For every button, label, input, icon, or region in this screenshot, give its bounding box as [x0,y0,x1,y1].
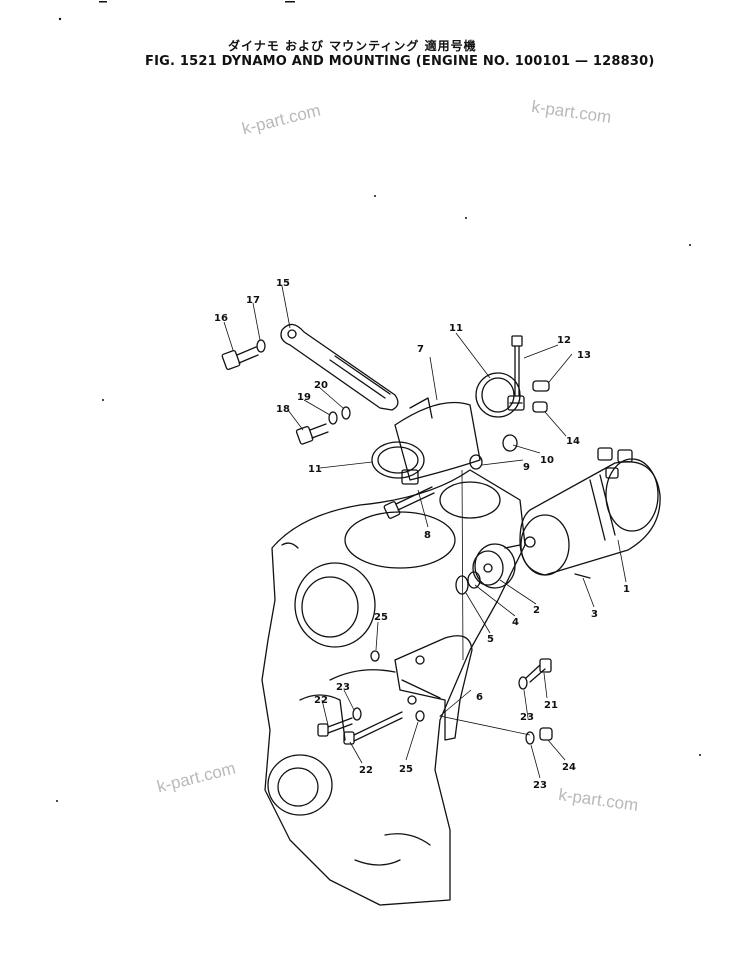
callout-4: 4 [512,617,519,628]
print-specks [56,1,701,802]
callout-11-rear: 11 [449,323,463,334]
bolt-12 [511,335,523,396]
callout-7: 7 [417,344,424,355]
washer-10 [502,434,518,452]
callout-11-front: 11 [308,464,322,475]
band-11-front [371,441,425,485]
callout-22-upper: 22 [314,695,328,706]
figure-number: FIG. 1521 [145,54,217,69]
adjusting-strap [280,323,399,411]
callout-21: 21 [544,700,558,711]
mounting-bracket [394,635,473,741]
band-11-rear [475,372,525,418]
callout-8: 8 [424,530,431,541]
callout-5: 5 [487,634,494,645]
key-3 [574,573,591,579]
callout-10: 10 [540,455,554,466]
callout-17: 17 [246,295,260,306]
bolt-22-lower [343,711,403,745]
dynamo [504,447,661,576]
washer-4 [467,571,481,589]
callout-2: 2 [533,605,540,616]
callout-1: 1 [623,584,630,595]
callout-19: 19 [297,392,311,403]
nut-13 [532,380,550,392]
callout-25-upper: 25 [374,612,388,623]
washer-25 [370,650,380,662]
pulley [472,543,516,589]
nut-5 [455,575,469,595]
callout-18: 18 [276,404,290,415]
washer-23 [518,676,528,690]
callout-25-lower: 25 [399,764,413,775]
callout-9: 9 [523,462,530,473]
callout-16: 16 [214,313,228,324]
figure-title: DYNAMO AND MOUNTING (ENGINE NO. 100101 —… [221,54,655,69]
callout-6: 6 [476,692,483,703]
bolt-21 [525,658,552,683]
callout-20: 20 [314,380,328,391]
title-japanese: ダイナモ および マウンティング 適用号機 [228,39,477,53]
callout-23: 23 [336,682,350,693]
title-english: FIG. 1521 DYNAMO AND MOUNTING (ENGINE NO… [145,54,655,69]
callout-24: 24 [562,762,576,773]
nut-24 [539,727,553,741]
washer-9 [469,454,483,470]
callout-14: 14 [566,436,580,447]
engine-block [261,469,526,906]
callout-22-lower: 22 [359,765,373,776]
callout-23: 23 [533,780,547,791]
callout-3: 3 [591,609,598,620]
leader-lines [223,285,627,779]
plug-14 [532,401,548,413]
bolt-18 [295,406,351,445]
callout-23: 23 [520,712,534,723]
bolt-22-upper [317,717,353,737]
bolt-16 [221,339,266,370]
callout-12: 12 [557,335,571,346]
callout-13: 13 [577,350,591,361]
washer-25 [415,710,425,722]
callout-labels: 1 2 3 4 5 6 7 8 9 10 11 11 12 13 14 15 1… [214,278,630,791]
callout-15: 15 [276,278,290,289]
dynamo-bracket [394,397,481,481]
washer-23 [352,707,362,721]
washer-23 [525,731,535,745]
bolt-8 [383,486,435,519]
